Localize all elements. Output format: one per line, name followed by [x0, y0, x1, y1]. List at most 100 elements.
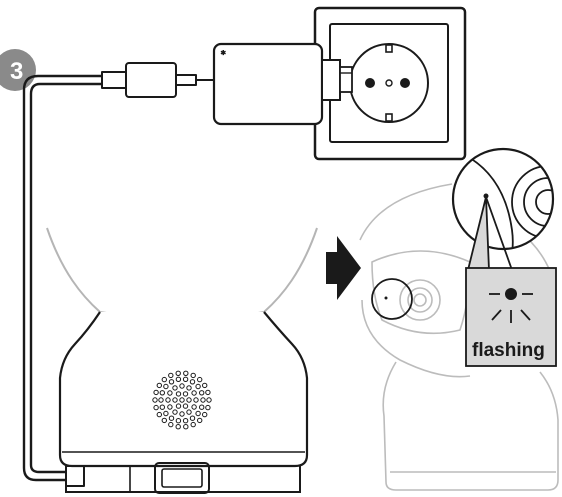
- sensor-magnifier-ring: [371, 278, 413, 320]
- speaker-hole: [158, 397, 164, 403]
- camera-small: [359, 183, 559, 491]
- small-base: [382, 361, 559, 491]
- speaker-hole: [197, 376, 203, 383]
- speaker-hole: [191, 404, 197, 410]
- speaker-hole: [179, 411, 185, 417]
- speaker-hole: [179, 397, 185, 403]
- speaker-hole: [163, 383, 169, 390]
- speaker-grille: [152, 370, 212, 430]
- small-dome-top: [359, 183, 453, 241]
- speaker-hole: [175, 418, 182, 424]
- speaker-hole: [205, 389, 211, 396]
- speaker-hole: [175, 376, 182, 382]
- speaker-hole: [161, 417, 168, 424]
- usb-plug-body: [125, 62, 177, 98]
- step-badge: 3: [0, 49, 36, 91]
- flashing-callout: flashing: [465, 196, 557, 367]
- speaker-hole: [202, 382, 208, 389]
- speaker-hole: [191, 390, 197, 396]
- speaker-hole: [156, 382, 163, 389]
- flashing-led-icon: [489, 288, 533, 323]
- speaker-hole: [186, 385, 192, 391]
- speaker-hole: [182, 403, 189, 409]
- zoom-led: [483, 193, 489, 199]
- speaker-hole: [159, 390, 166, 396]
- right-arrow-icon: [326, 236, 361, 300]
- speaker-hole: [195, 410, 201, 417]
- speaker-hole: [182, 391, 189, 397]
- speaker-hole: [183, 424, 189, 430]
- sensor-dot: [384, 296, 388, 300]
- speaker-hole: [175, 403, 182, 409]
- camera-port: [161, 468, 203, 488]
- speaker-hole: [183, 370, 189, 376]
- zoom-lens-inner: [535, 189, 553, 215]
- speaker-hole: [186, 397, 192, 403]
- speaker-hole: [195, 383, 201, 390]
- speaker-hole: [172, 397, 178, 403]
- speaker-hole: [153, 404, 159, 411]
- speaker-hole: [165, 397, 171, 403]
- speaker-hole: [168, 415, 175, 421]
- zoom-inset: [451, 147, 555, 251]
- speaker-hole: [202, 411, 208, 418]
- zoom-housing-edge: [469, 157, 514, 249]
- speaker-hole: [159, 404, 166, 410]
- adapter-body: [212, 42, 324, 126]
- usb-cable: [22, 62, 214, 487]
- camera-foot: [65, 466, 301, 493]
- speaker-hole: [175, 424, 181, 430]
- speaker-hole: [168, 421, 174, 428]
- speaker-hole: [168, 379, 175, 385]
- step-number: 3: [10, 58, 23, 85]
- wall-socket: [313, 6, 467, 161]
- speaker-hole: [163, 410, 169, 417]
- socket-center-dot: [385, 79, 393, 87]
- adapter-prong: [339, 66, 353, 93]
- small-lens-housing: [371, 250, 471, 335]
- speaker-hole: [172, 385, 178, 391]
- usb-plug-collar: [101, 71, 127, 89]
- speaker-hole: [189, 379, 196, 385]
- speaker-hole: [152, 397, 158, 403]
- small-lens-inner: [407, 287, 433, 313]
- callout-pointer-edge: [485, 196, 513, 271]
- speaker-hole: [190, 421, 196, 428]
- led-dot: [505, 288, 517, 300]
- camera-dome-left: [46, 227, 101, 313]
- camera-base-body: [58, 311, 309, 468]
- speaker-hole: [200, 397, 206, 403]
- speaker-hole: [206, 397, 212, 403]
- speaker-hole: [167, 390, 173, 396]
- camera-dome-right: [263, 227, 318, 313]
- small-lens-core: [413, 293, 427, 307]
- socket-hole-right: [400, 78, 410, 88]
- speaker-hole: [179, 383, 185, 389]
- socket-ground-bottom: [385, 113, 393, 122]
- speaker-hole: [190, 372, 196, 379]
- speaker-hole: [197, 417, 203, 424]
- speaker-hole: [168, 372, 174, 379]
- speaker-hole: [182, 376, 189, 382]
- usb-plug-tip: [175, 74, 197, 86]
- adapter-neck: [321, 59, 341, 101]
- speaker-hole: [199, 404, 205, 410]
- speaker-hole: [189, 415, 196, 421]
- callout-label: flashing: [472, 340, 545, 361]
- power-adapter: *: [212, 42, 353, 126]
- speaker-hole: [186, 409, 192, 415]
- speaker-hole: [172, 409, 178, 415]
- camera-plug: [65, 465, 85, 487]
- speaker-hole: [182, 418, 189, 424]
- speaker-hole: [175, 391, 182, 397]
- camera-port-recess: [154, 462, 210, 494]
- speaker-hole: [153, 389, 159, 396]
- small-dome-lower: [361, 299, 471, 378]
- speaker-hole: [167, 404, 173, 410]
- socket-hole-left: [365, 78, 375, 88]
- speaker-hole: [199, 390, 205, 396]
- speaker-hole: [156, 411, 163, 418]
- led-ray-lower-left: [491, 309, 502, 321]
- adapter-mark: *: [221, 50, 226, 60]
